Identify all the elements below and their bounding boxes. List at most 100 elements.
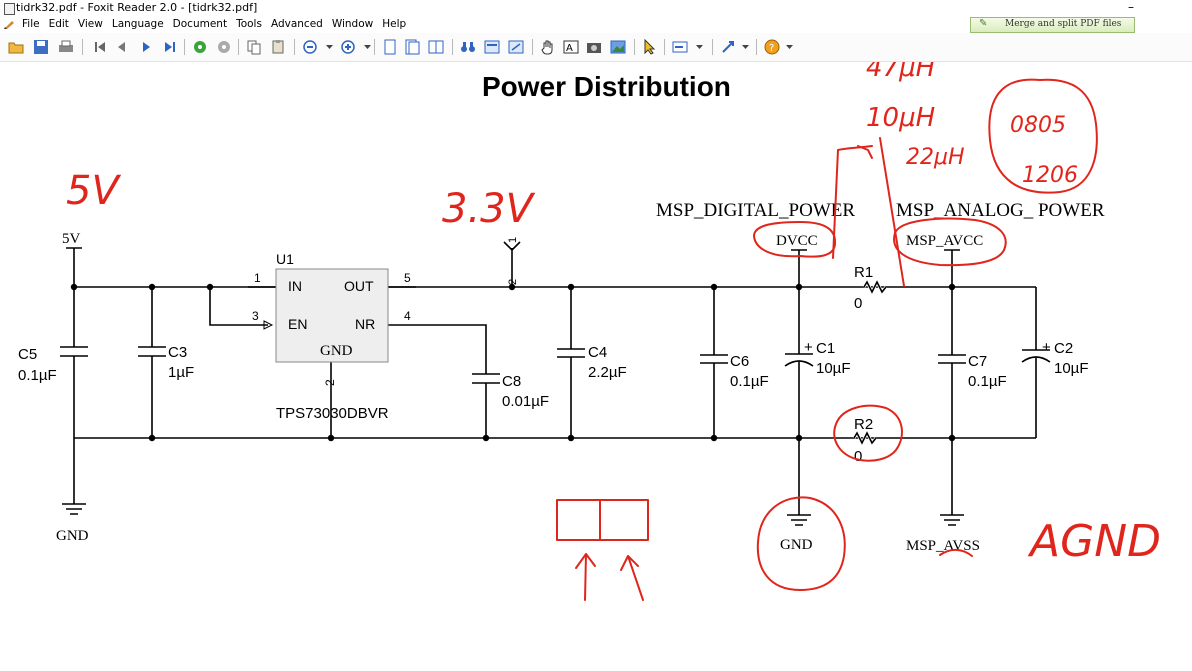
chevron-down-icon[interactable] [742,45,749,50]
dvcc-circle-annotation [753,221,837,258]
next-page-icon[interactable] [138,39,154,55]
pen-icon: ✎ [979,18,988,29]
facing-icon[interactable] [428,39,444,55]
r1-ref: R1 [854,264,873,281]
continuous-icon[interactable] [404,39,420,55]
menu-window[interactable]: Window [331,18,374,30]
c6-ref: C6 [730,353,749,370]
fit-width-icon[interactable] [508,39,524,55]
paste-icon[interactable] [270,39,286,55]
merge-split-label: Merge and split PDF files [1005,19,1122,29]
u1-ref: U1 [276,251,294,267]
c8-value: 0.01µF [502,393,549,410]
pdf-page-canvas[interactable]: Power Distribution U1 IN OUT EN NR 1 5 3… [0,62,1192,671]
c1-value: 10µF [816,360,851,377]
toolbar-separator [532,39,533,55]
annotation-5v: 5V [66,168,121,214]
single-page-icon[interactable] [382,39,398,55]
arrow-up-annotation [575,553,596,601]
net-msp-digital-power: MSP_DIGITAL_POWER [656,200,855,221]
u1-pin-in: IN [288,278,302,294]
r2-circle-annotation [833,404,903,462]
menu-document[interactable]: Document [172,18,228,30]
last-page-icon[interactable] [162,39,178,55]
c4-ref: C4 [588,344,607,361]
toolbar-separator [294,39,295,55]
menu-tools[interactable]: Tools [236,18,262,30]
minimize-button[interactable]: – [1128,0,1134,14]
zoom-out-icon[interactable] [302,39,318,55]
c5-ref: C5 [18,346,37,363]
c7-value: 0.1µF [968,373,1007,390]
fit-page-icon[interactable] [484,39,500,55]
footprint-sketch-annotation [556,499,649,541]
save-icon[interactable] [33,39,49,55]
annotation-47uh: 47μH [866,62,935,83]
chevron-down-icon[interactable] [786,45,793,50]
toolbar-separator [374,39,375,55]
form-icon[interactable] [672,39,688,55]
select-arrow-icon[interactable] [642,39,658,55]
toolbar-separator [664,39,665,55]
menu-help[interactable]: Help [382,18,407,30]
r2-ref: R2 [854,416,873,433]
svg-text:A: A [566,43,573,54]
merge-split-pdf-button[interactable]: ✎ Merge and split PDF files [970,17,1135,33]
toolbar-separator [712,39,713,55]
first-page-icon[interactable] [92,39,108,55]
text-select-icon[interactable]: A [563,39,579,55]
u1-regulator-box [275,268,389,363]
c1-polarity: + [804,339,813,356]
binoculars-icon[interactable] [460,39,476,55]
u1-pin-en: EN [288,316,307,332]
go-forward-icon[interactable] [216,39,232,55]
pin-mark-2: 2 [507,279,519,285]
typewriter-icon[interactable] [720,39,736,55]
pen-icon [4,21,14,29]
prev-page-icon[interactable] [114,39,130,55]
c3-ref: C3 [168,344,187,361]
chevron-down-icon[interactable] [364,45,371,50]
toolbar-separator [452,39,453,55]
open-icon[interactable] [8,39,24,55]
c7-ref: C7 [968,353,987,370]
chevron-down-icon[interactable] [326,45,333,50]
toolbar-separator [82,39,83,55]
u1-pin-out: OUT [344,278,374,294]
net-msp-analog-power: MSP_ANALOG_ POWER [896,200,1105,221]
snapshot-icon[interactable] [586,39,602,55]
net-msp-avss: MSP_AVSS [906,538,980,554]
hand-tool-icon[interactable] [540,39,556,55]
foxit-app-icon [4,3,15,15]
menu-language[interactable]: Language [111,18,164,30]
net-5v: 5V [62,231,81,247]
package-circle-annotation [988,78,1098,194]
annotation-22uh: 22μH [906,145,965,170]
c8-ref: C8 [502,373,521,390]
annotation-agnd: AGND [1027,516,1161,567]
toolbar-separator [756,39,757,55]
pin-mark-1: 1 [507,237,519,243]
net-gnd-mid: GND [780,537,813,553]
help-icon[interactable]: ? [764,39,780,55]
c1-ref: C1 [816,340,835,357]
window-title: tidrk32.pdf - Foxit Reader 2.0 - [tidrk3… [16,1,258,14]
print-icon[interactable] [58,39,74,55]
arrow-up-annotation [620,555,644,601]
zoom-in-icon[interactable] [340,39,356,55]
u1-part-number: TPS73030DBVR [276,405,389,422]
r1-value: 0 [854,295,862,312]
menu-advanced[interactable]: Advanced [270,18,323,30]
toolbar-separator [184,39,185,55]
chevron-down-icon[interactable] [696,45,703,50]
menu-view[interactable]: View [77,18,103,30]
menu-file[interactable]: File [22,18,40,30]
go-back-icon[interactable] [192,39,208,55]
page-title: Power Distribution [482,71,731,102]
image-icon[interactable] [610,39,626,55]
u1-pin-number-en: 3 [252,309,259,323]
net-msp-avcc: MSP_AVCC [906,233,983,249]
c6-value: 0.1µF [730,373,769,390]
menu-edit[interactable]: Edit [48,18,69,30]
copy-icon[interactable] [246,39,262,55]
